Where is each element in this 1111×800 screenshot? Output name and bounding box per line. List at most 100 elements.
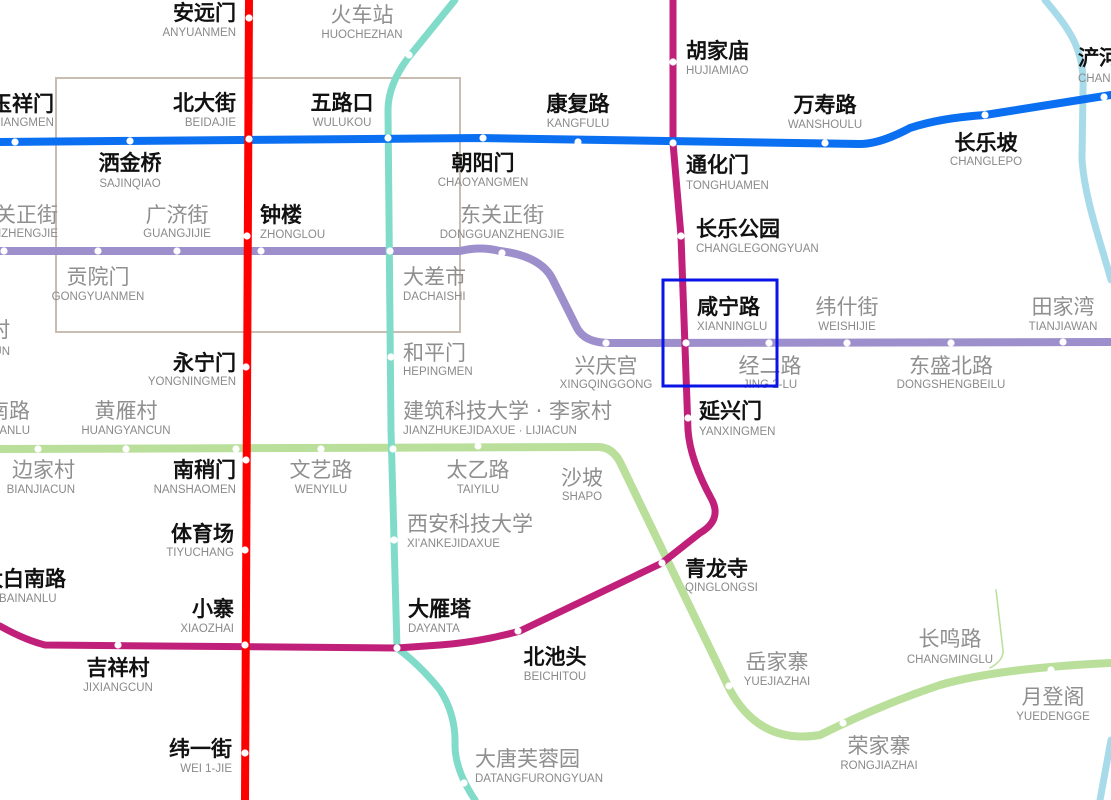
station-dot[interactable] xyxy=(94,247,102,255)
station-taibainanlu[interactable]: 太白南路TAIBAINANLU xyxy=(0,567,67,605)
station-dot[interactable] xyxy=(389,445,397,453)
station-nanlu_left[interactable]: 南路NANLU xyxy=(0,399,30,437)
station-dot[interactable] xyxy=(725,682,733,690)
station-dot[interactable] xyxy=(669,139,677,147)
station-dot[interactable] xyxy=(393,644,401,652)
station-dot[interactable] xyxy=(405,51,413,59)
station-dot[interactable] xyxy=(839,719,847,727)
station-dot[interactable] xyxy=(241,749,249,757)
station-dot[interactable] xyxy=(658,559,666,567)
station-dot[interactable] xyxy=(122,445,130,453)
station-dot[interactable] xyxy=(684,414,692,422)
station-dot[interactable] xyxy=(173,247,181,255)
station-dot[interactable] xyxy=(613,478,621,486)
station-dot[interactable] xyxy=(242,456,250,464)
station-dot[interactable] xyxy=(241,641,249,649)
line-ring-lightblue[interactable] xyxy=(1041,0,1111,284)
station-dot[interactable] xyxy=(126,137,134,145)
station-dot[interactable] xyxy=(11,138,19,146)
station-dot[interactable] xyxy=(242,363,250,371)
station-dot[interactable] xyxy=(1047,666,1055,674)
station-dot[interactable] xyxy=(241,546,249,554)
station-dot[interactable] xyxy=(821,139,829,147)
station-dot[interactable] xyxy=(1059,338,1067,346)
station-dot[interactable] xyxy=(947,339,955,347)
station-dot[interactable] xyxy=(574,138,582,146)
station-chanhe[interactable]: 浐河CHANHE xyxy=(1078,46,1111,85)
station-dot[interactable] xyxy=(479,134,487,142)
station-dot[interactable] xyxy=(232,445,240,453)
line-5-green[interactable] xyxy=(0,443,1111,741)
station-dot[interactable] xyxy=(498,249,506,257)
station-dot[interactable] xyxy=(317,445,325,453)
station-dot[interactable] xyxy=(245,135,253,143)
station-dot[interactable] xyxy=(386,247,394,255)
line-6-purple[interactable] xyxy=(0,244,1111,347)
station-dot[interactable] xyxy=(34,445,42,453)
station-dot[interactable] xyxy=(1100,93,1108,101)
station-dot[interactable] xyxy=(384,134,392,142)
station-dot[interactable] xyxy=(602,339,610,347)
station-dot[interactable] xyxy=(460,779,468,787)
station-dot[interactable] xyxy=(243,232,251,240)
station-dot[interactable] xyxy=(981,111,989,119)
line-4-teal[interactable] xyxy=(384,0,479,800)
station-dot[interactable] xyxy=(954,693,962,701)
station-cun_left[interactable]: 村CUN xyxy=(0,318,10,358)
station-xiguanzhengjie[interactable]: 西关正街XIGUANZHENGJIE xyxy=(0,203,58,240)
station-dot[interactable] xyxy=(682,339,690,347)
station-dot[interactable] xyxy=(245,14,253,22)
station-dot[interactable] xyxy=(765,339,773,347)
station-dot[interactable] xyxy=(387,353,395,361)
line-1-blue[interactable] xyxy=(0,91,1111,148)
station-dot[interactable] xyxy=(669,58,677,66)
station-dot[interactable] xyxy=(390,536,398,544)
station-dot[interactable] xyxy=(514,627,522,635)
line-2-red[interactable] xyxy=(241,0,253,800)
line-ring-lightblue-south[interactable] xyxy=(1096,736,1111,800)
station-yuxiangmen[interactable]: 玉祥门YUXIANGMEN xyxy=(0,92,54,129)
